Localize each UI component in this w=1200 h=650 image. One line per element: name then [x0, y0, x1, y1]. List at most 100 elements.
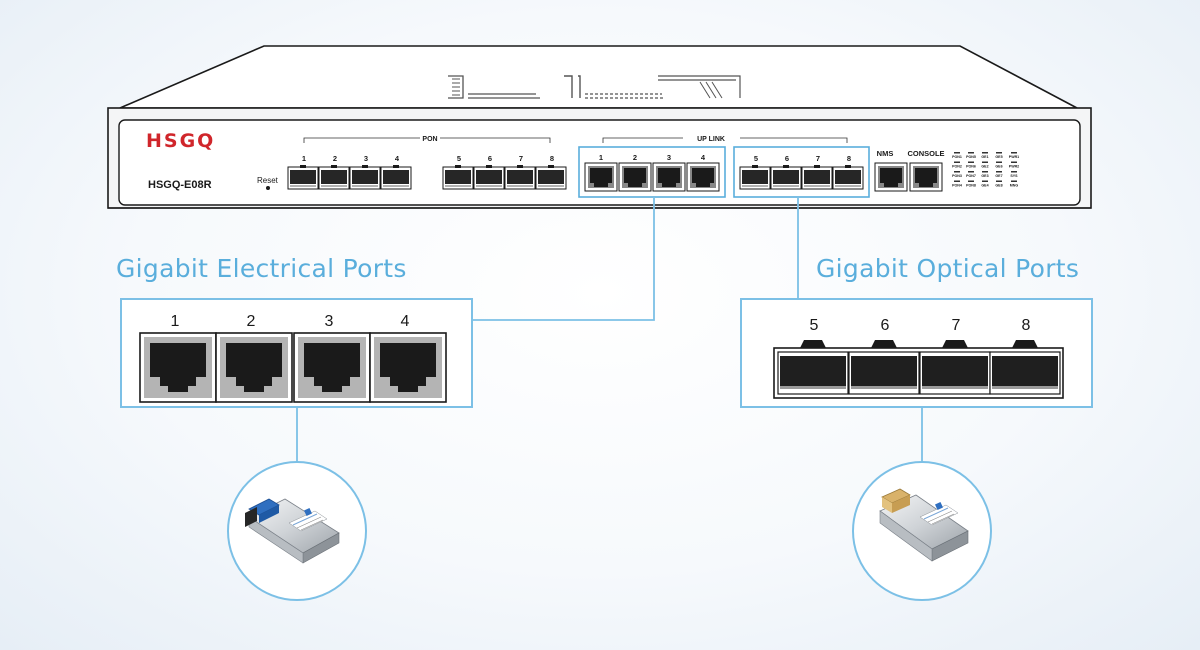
led-label: GE1: [981, 155, 988, 159]
uplink-electrical-port-number: 1: [599, 153, 603, 162]
led-label: GE2: [981, 165, 988, 169]
sfp-port-icon[interactable]: [287, 165, 319, 190]
led-indicator: [982, 180, 988, 182]
led-indicator: [954, 152, 960, 154]
brand-logo: HSGQ: [146, 130, 215, 152]
pon-port-number: 8: [550, 154, 554, 163]
sfp-port-icon[interactable]: [848, 340, 920, 395]
optical-port-number: 8: [1022, 317, 1031, 334]
sfp-port-icon[interactable]: [318, 165, 350, 190]
rj45-port-icon[interactable]: [909, 162, 943, 192]
sfp-port-icon[interactable]: [442, 165, 474, 190]
electrical-ports-title: Gigabit Electrical Ports: [116, 254, 407, 283]
console-label: CONSOLE: [907, 149, 944, 158]
led-label: GE5: [995, 155, 1002, 159]
led-indicator: [1011, 180, 1017, 182]
sfp-port-icon[interactable]: [989, 340, 1061, 395]
sfp-port-icon[interactable]: [535, 165, 567, 190]
led-label: PON3: [952, 174, 962, 178]
rj45-port-icon[interactable]: [139, 332, 217, 403]
pon-port-number: 5: [457, 154, 461, 163]
sfp-module-icon: [245, 498, 340, 564]
led-indicator: [968, 180, 974, 182]
led-label: PON5: [966, 155, 976, 159]
led-label: PON1: [952, 155, 962, 159]
uplink-electrical-port-number: 3: [667, 153, 671, 162]
electrical-callout: 1 2 3 4: [120, 298, 473, 408]
led-label: GE7: [995, 174, 1002, 178]
led-indicator: [1011, 152, 1017, 154]
led-indicator: [982, 152, 988, 154]
sfp-port-icon[interactable]: [473, 165, 505, 190]
pon-port-number: 4: [395, 154, 400, 163]
sfp-port-icon[interactable]: [349, 165, 381, 190]
sfp-port-icon[interactable]: [380, 165, 412, 190]
rj45-port-icon[interactable]: [293, 332, 371, 403]
sfp-port-icon[interactable]: [770, 165, 802, 190]
optical-ports-title: Gigabit Optical Ports: [816, 254, 1080, 283]
electrical-callout-ports: 1 2 3 4: [139, 313, 447, 403]
led-label: MNG: [1010, 184, 1019, 188]
led-label: GE4: [981, 184, 988, 188]
led-label: PON8: [966, 184, 976, 188]
led-indicator: [996, 180, 1002, 182]
uplink-label: UP LINK: [697, 136, 725, 143]
pon-port-number: 1: [302, 154, 306, 163]
led-indicator: [954, 171, 960, 173]
sfp-port-icon[interactable]: [777, 340, 849, 395]
electrical-connector-line: [473, 197, 655, 321]
led-indicator: [968, 152, 974, 154]
electrical-port-number: 1: [171, 313, 180, 330]
led-indicator: [954, 180, 960, 182]
uplink-optical-port-number: 6: [785, 154, 789, 163]
rj45-port-icon[interactable]: [618, 162, 652, 192]
led-indicator: [996, 171, 1002, 173]
led-label: GE8: [995, 184, 1002, 188]
reset-label: Reset: [257, 176, 279, 185]
rj45-port-icon[interactable]: [369, 332, 447, 403]
uplink-optical-port-number: 5: [754, 154, 758, 163]
led-label: PON2: [952, 165, 962, 169]
copper-sfp-module-icon: [879, 488, 969, 562]
rj45-port-icon[interactable]: [686, 162, 720, 192]
electrical-port-number: 4: [401, 313, 410, 330]
model-label: HSGQ-E08R: [148, 179, 212, 191]
led-indicator: [982, 161, 988, 163]
sfp-port-icon[interactable]: [739, 165, 771, 190]
pon-section: PON: [303, 136, 551, 143]
led-label: PWR1: [1009, 155, 1019, 159]
sfp-port-icon[interactable]: [801, 165, 833, 190]
reset-button[interactable]: [266, 186, 270, 190]
electrical-port-number: 3: [325, 313, 334, 330]
led-indicator: [968, 171, 974, 173]
rj45-port-icon[interactable]: [215, 332, 293, 403]
pon-port-number: 7: [519, 154, 523, 163]
rj45-port-icon[interactable]: [584, 162, 618, 192]
optical-port-number: 7: [952, 317, 961, 334]
uplink-electrical-highlight: [578, 146, 726, 198]
led-indicator: [1011, 161, 1017, 163]
led-indicator: [1011, 171, 1017, 173]
uplink-section: UP LINK: [578, 136, 870, 198]
led-label: SYS: [1010, 174, 1018, 178]
sfp-port-icon[interactable]: [832, 165, 864, 190]
led-label: GE6: [995, 165, 1002, 169]
rj45-port-icon[interactable]: [652, 162, 686, 192]
electrical-port-number: 2: [247, 313, 256, 330]
uplink-optical-port-number: 7: [816, 154, 820, 163]
optical-sfp-module-circle: [227, 461, 367, 601]
led-indicator: [968, 161, 974, 163]
led-indicator: [982, 171, 988, 173]
sfp-port-icon[interactable]: [504, 165, 536, 190]
pon-port-number: 6: [488, 154, 492, 163]
uplink-optical-highlight: [733, 146, 870, 198]
vent-slots: [448, 75, 741, 99]
rj45-port-icon[interactable]: [874, 162, 908, 192]
pon-port-number: 3: [364, 154, 368, 163]
led-label: PON7: [966, 174, 976, 178]
